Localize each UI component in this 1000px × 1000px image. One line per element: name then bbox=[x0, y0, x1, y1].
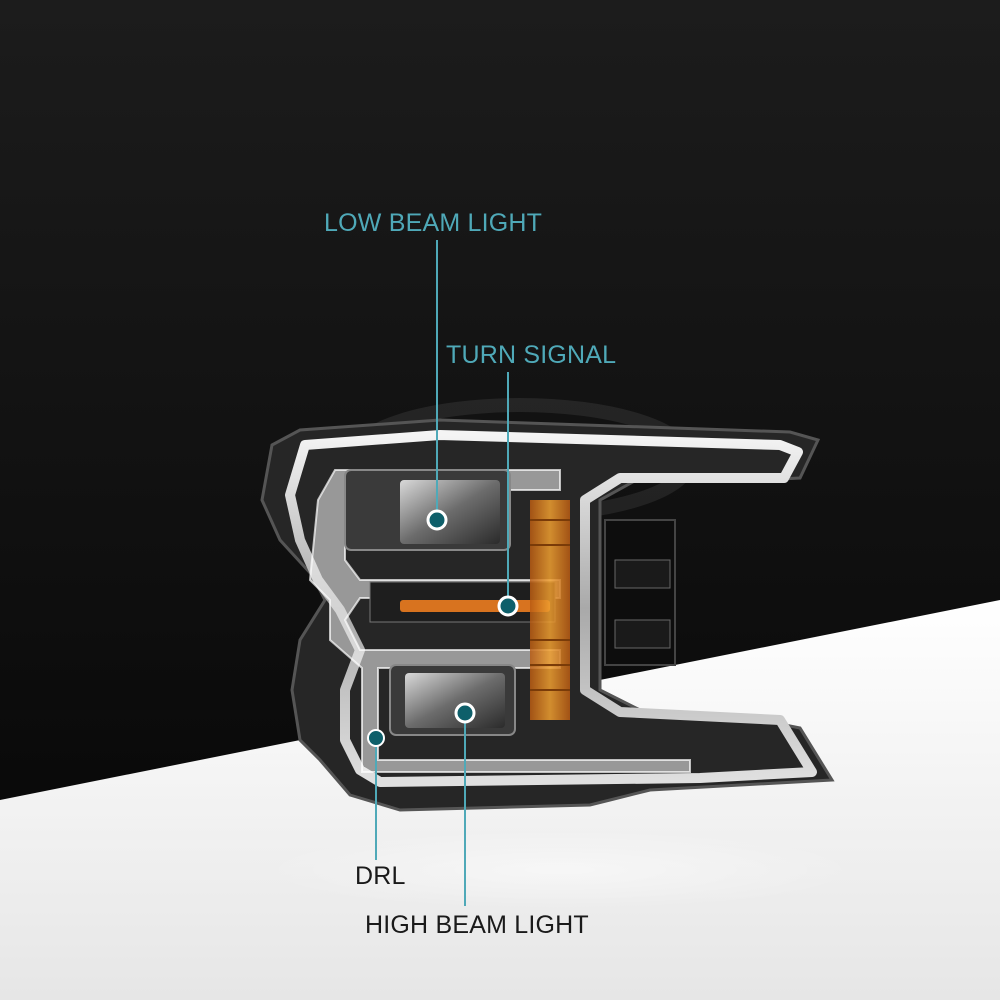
low-beam-marker-dot bbox=[426, 509, 448, 531]
low-beam-label: LOW BEAM LIGHT bbox=[324, 209, 543, 237]
floor-reflection bbox=[260, 830, 860, 910]
turn-signal-strip bbox=[400, 600, 550, 612]
turn-signal-label: TURN SIGNAL bbox=[446, 341, 617, 369]
drl-label: DRL bbox=[355, 862, 406, 890]
connector-plug-lower bbox=[614, 619, 671, 649]
high-beam-lens bbox=[405, 673, 505, 728]
high-beam-label: HIGH BEAM LIGHT bbox=[365, 911, 589, 939]
amber-reflector bbox=[530, 500, 570, 720]
turn-signal-marker-dot bbox=[497, 595, 519, 617]
callout-lines bbox=[375, 240, 509, 906]
connector-plug-upper bbox=[614, 559, 671, 589]
low-beam-lens bbox=[400, 480, 500, 544]
callout-dots bbox=[367, 509, 519, 747]
drl-marker-dot bbox=[367, 729, 385, 747]
high-beam-marker-dot bbox=[454, 702, 476, 724]
